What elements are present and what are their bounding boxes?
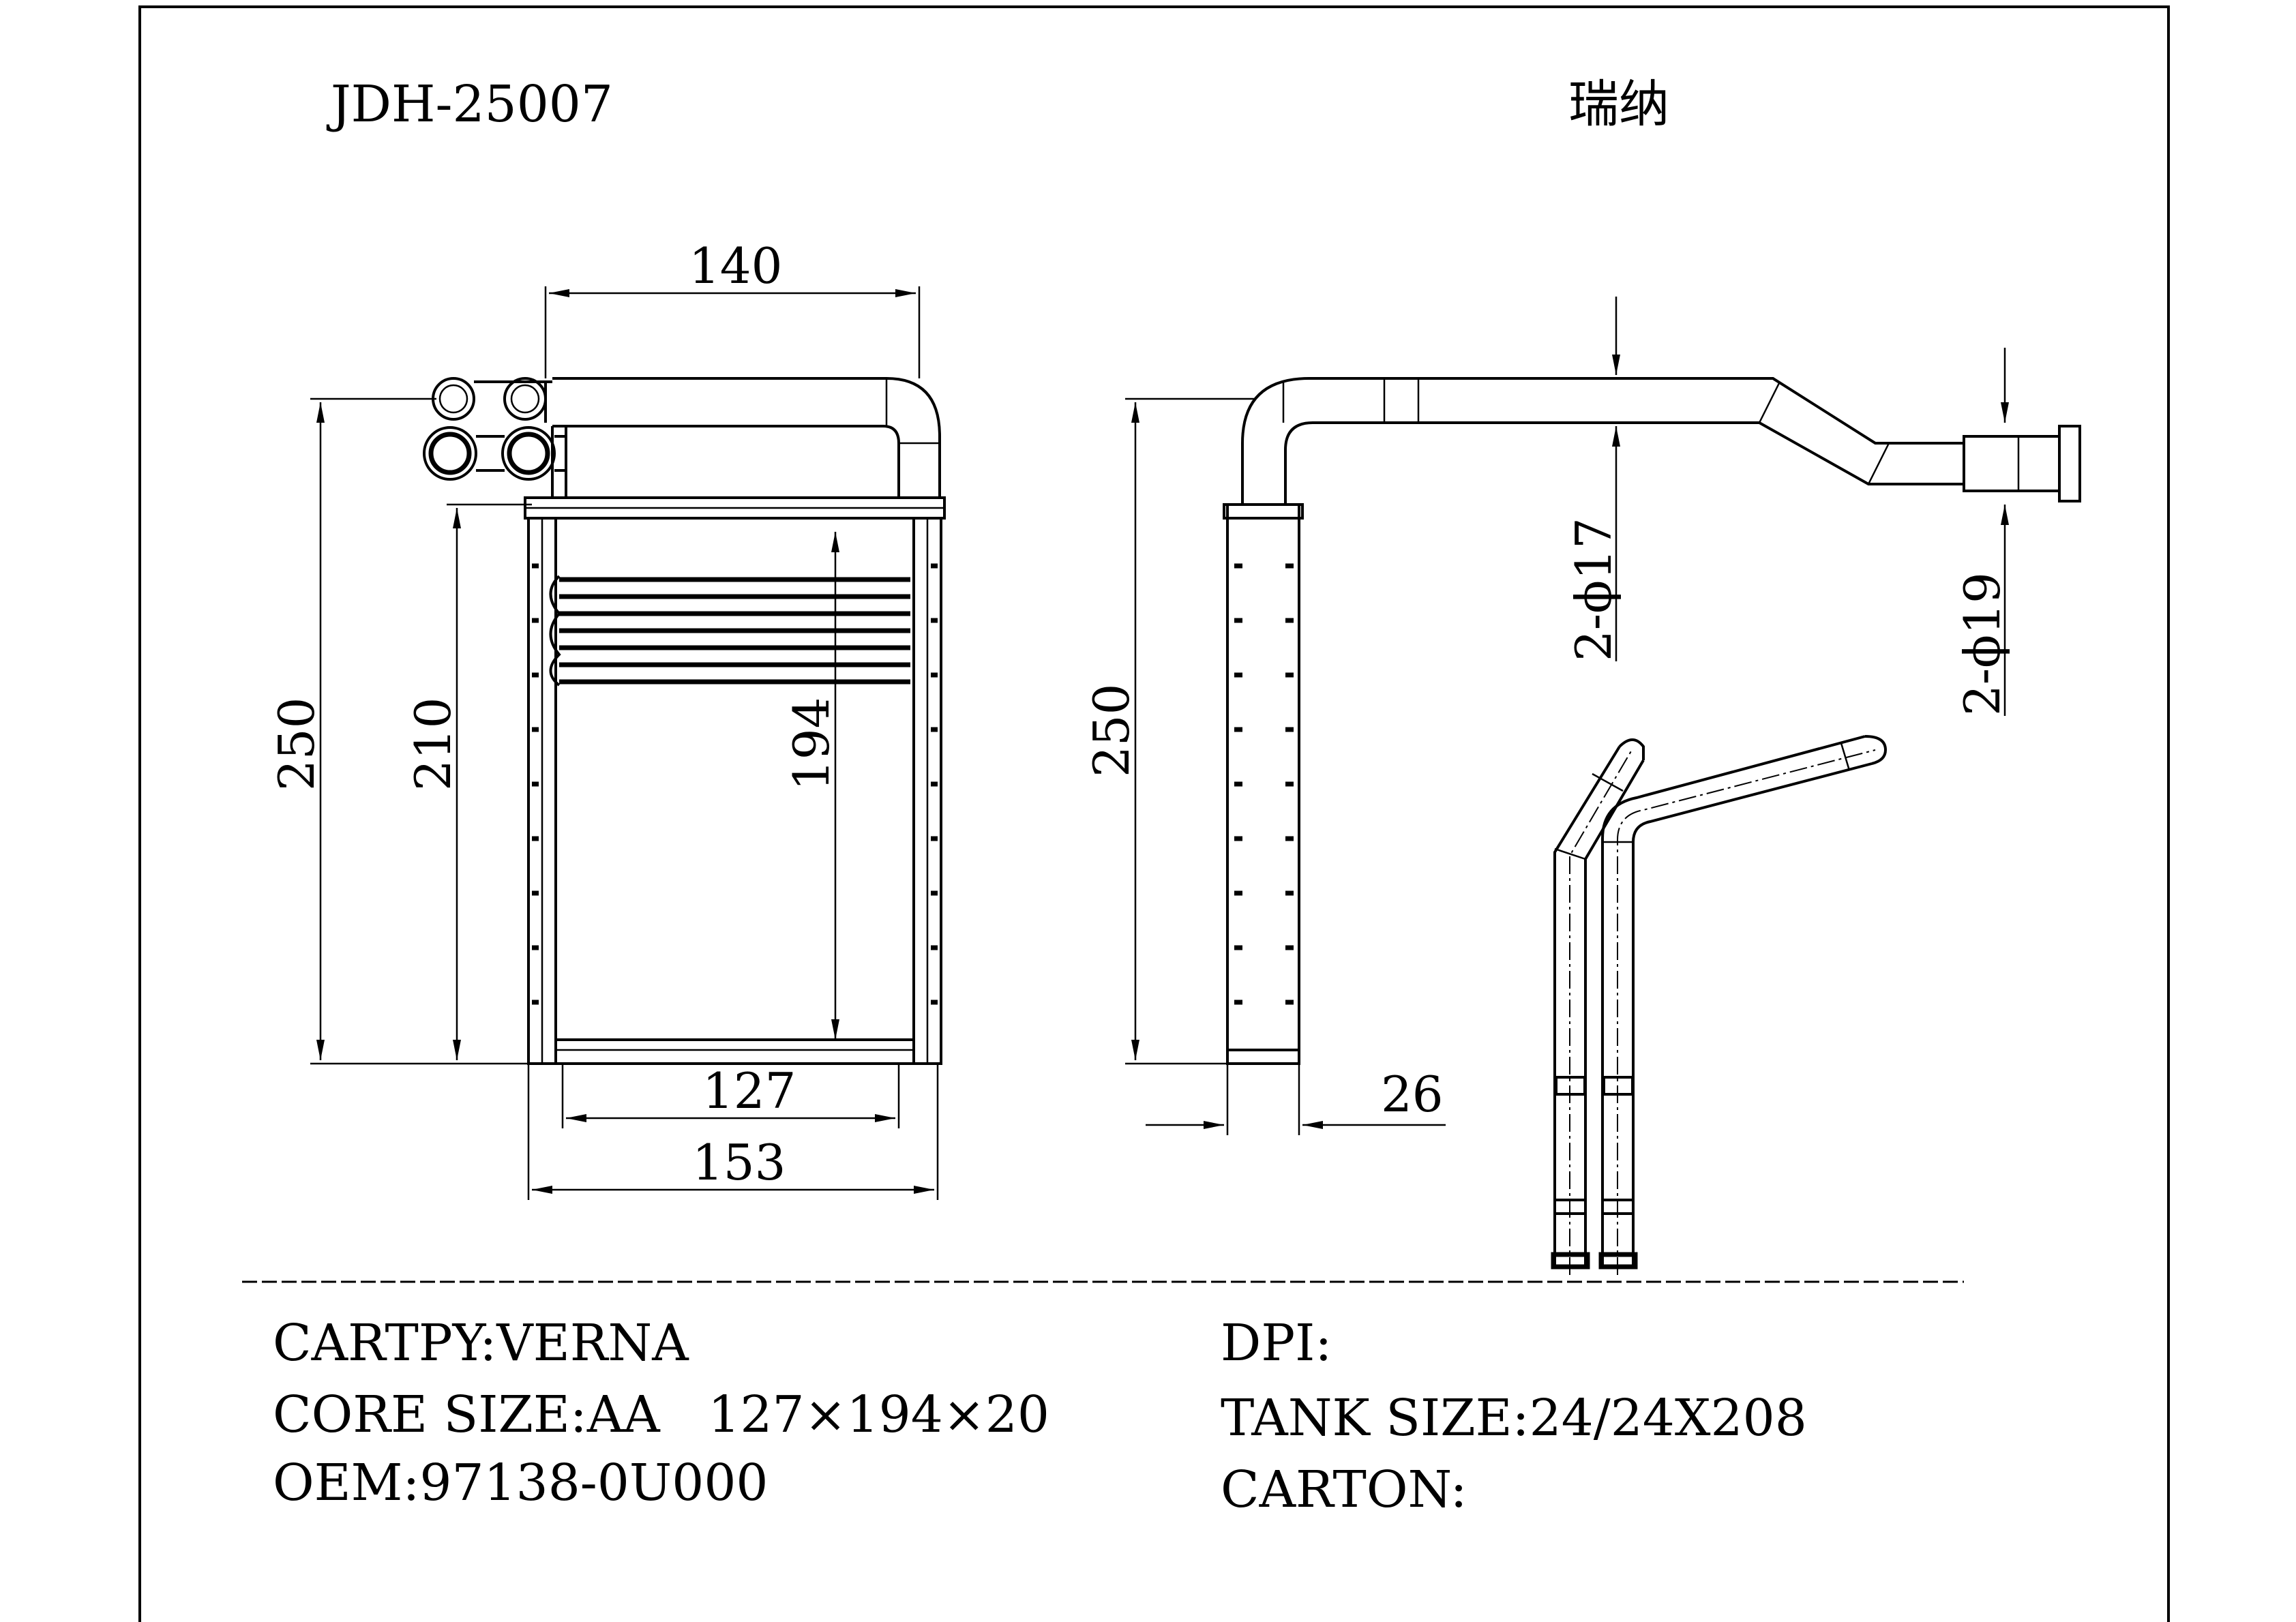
model-name-cn: 瑞纳 — [1568, 75, 1669, 134]
dim-core-width: 127 — [561, 1062, 900, 1128]
spec-carton: CARTON: — [1221, 1460, 1467, 1519]
svg-text:194: 194 — [783, 697, 840, 791]
svg-text:2-ϕ19: 2-ϕ19 — [1954, 572, 2011, 716]
svg-text:140: 140 — [689, 237, 782, 295]
pipe-end-left-bottom — [423, 426, 566, 481]
dim-pipe-dia-b: 2-ϕ19 — [1954, 348, 2011, 716]
svg-text:26: 26 — [1381, 1066, 1444, 1123]
dim-top-width: 140 — [544, 237, 921, 378]
dim-pipe-dia-a: 2-ϕ17 — [1565, 297, 1622, 661]
svg-text:210: 210 — [404, 697, 462, 791]
spec-cartpy: CARTPY:VERNA — [273, 1314, 689, 1372]
pipe-end-left-top — [432, 377, 552, 423]
spec-tank-size: TANK SIZE:24/24X208 — [1221, 1389, 1807, 1447]
dim-side-depth: 26 — [1146, 1064, 1446, 1135]
svg-text:2-ϕ17: 2-ϕ17 — [1565, 517, 1622, 661]
svg-text:250: 250 — [268, 697, 325, 791]
svg-text:153: 153 — [692, 1134, 786, 1191]
pipe-detail — [1551, 735, 1888, 1275]
core-fin-tubes — [549, 575, 910, 687]
spec-dpi: DPI: — [1221, 1314, 1332, 1372]
dim-core-height: 210 — [404, 503, 532, 1060]
side-pipe — [1241, 377, 1964, 505]
dim-side-height: 250 — [1083, 397, 1255, 1065]
svg-text:127: 127 — [702, 1062, 796, 1120]
side-plate-dots — [532, 563, 938, 1005]
bottom-tank — [554, 1038, 915, 1065]
sheet-border — [138, 5, 2170, 1622]
side-core-dots — [1234, 563, 1294, 1005]
svg-text:250: 250 — [1083, 684, 1140, 777]
spec-oem: OEM:97138-0U000 — [273, 1454, 769, 1512]
front-view: 140 250 210 194 127 — [268, 237, 946, 1200]
dim-fin-height: 194 — [783, 532, 840, 1040]
dim-total-height: 250 — [268, 397, 532, 1065]
part-number: JDH-25007 — [326, 75, 613, 134]
dim-total-width: 153 — [527, 1064, 939, 1200]
spec-core-size: CORE SIZE:AA 127×194×20 — [273, 1385, 1049, 1444]
core-frame — [554, 517, 915, 1065]
top-pipe-upper — [552, 377, 941, 498]
side-view: 2-ϕ17 2-ϕ19 250 26 — [1083, 297, 2081, 1135]
spec-block: CARTPY:VERNA CORE SIZE:AA 127×194×20 OEM… — [273, 1314, 1807, 1519]
